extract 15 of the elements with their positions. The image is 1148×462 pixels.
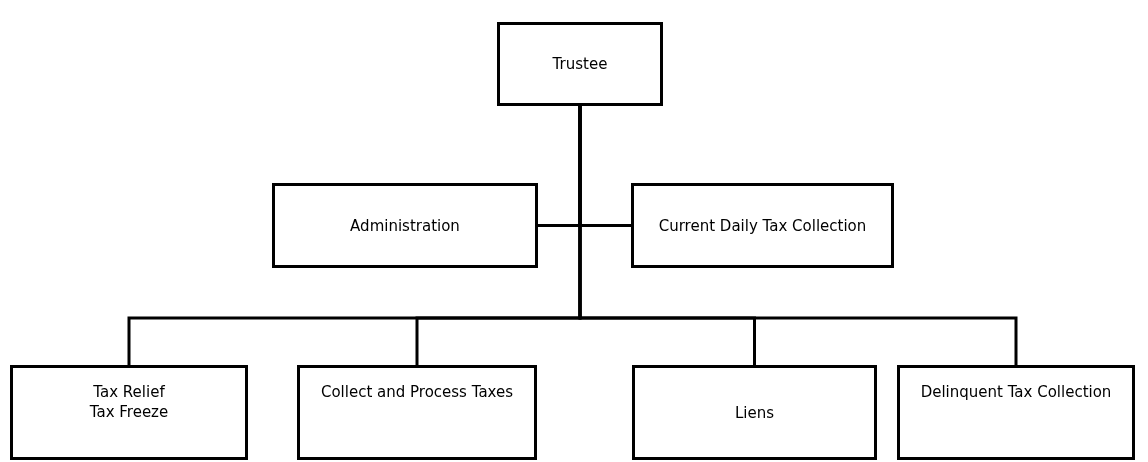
box-label: Administration [350, 215, 460, 236]
org-box [632, 365, 877, 460]
org-box [272, 183, 538, 268]
box-label: Tax Relief [93, 382, 165, 402]
org-box [297, 365, 537, 460]
org-box [631, 183, 894, 268]
box-label: Liens [734, 402, 775, 423]
box-label: Delinquent Tax Collection [920, 382, 1112, 402]
org-box [897, 365, 1135, 460]
box-label: Trustee [552, 54, 608, 74]
box-label: Collect and Process Taxes [320, 382, 514, 402]
box-label: Current Daily Tax Collection [658, 215, 867, 236]
box-label: Tax Freeze [89, 402, 169, 422]
org-box [10, 365, 248, 460]
org-box [497, 22, 663, 106]
